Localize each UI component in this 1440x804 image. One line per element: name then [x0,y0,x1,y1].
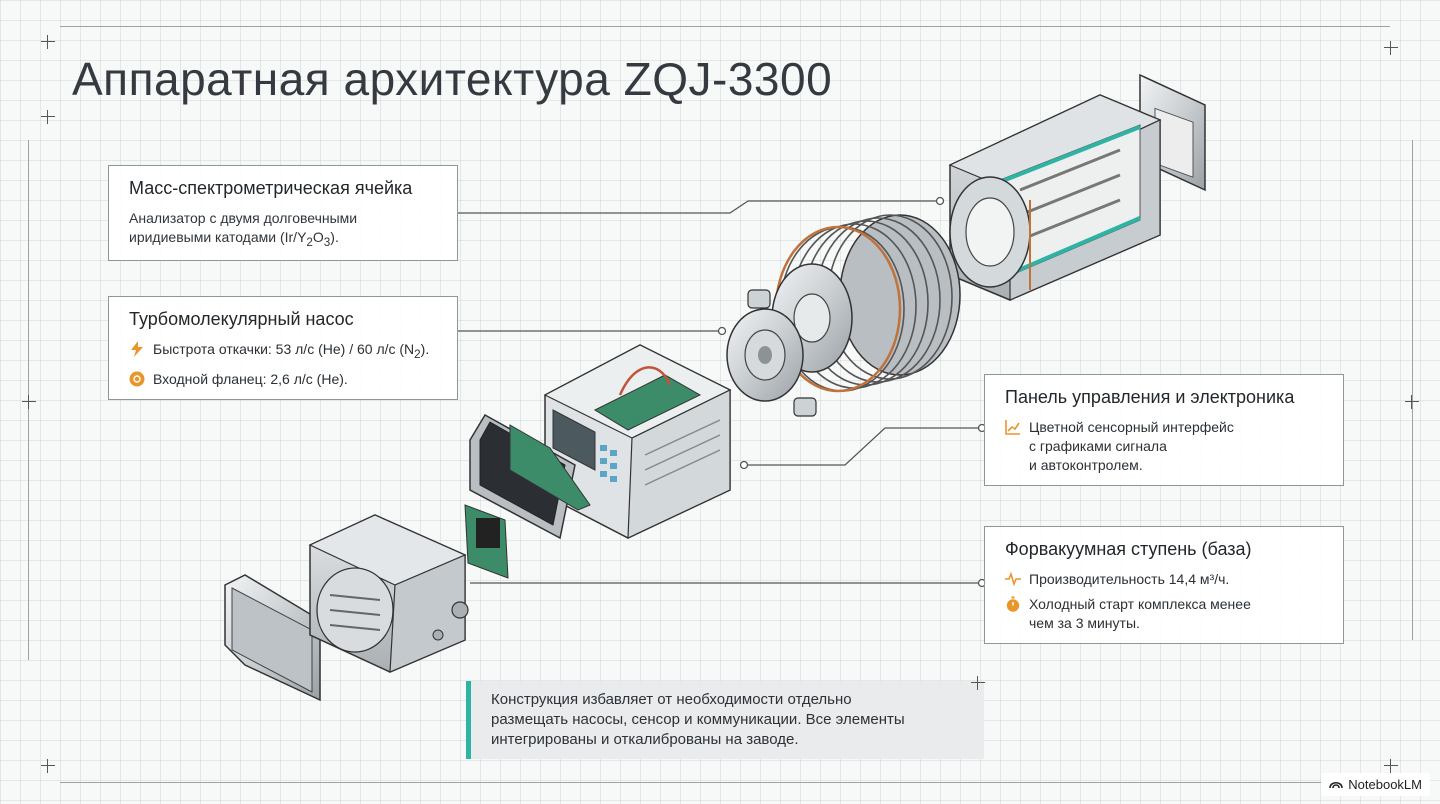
spec-row: Входной фланец: 2,6 л/с (He). [129,370,437,389]
spec-row: Производительность 14,4 м³/ч. [1005,570,1323,589]
desc-line: Анализатор с двумя долговечными [129,210,358,226]
card-title: Турбомолекулярный насос [129,309,354,329]
desc-line: иридиевыми катодами (Ir/Y [129,229,307,245]
subscript: 2 [414,347,421,361]
card-title: Форвакуумная ступень (база) [1005,539,1252,559]
spec-line: и автоконтролем. [1029,457,1143,473]
spec-line: Цветной сенсорный интерфейс [1029,419,1234,435]
mass-spec-cell [948,73,1206,301]
flange-badge-icon [129,371,145,387]
watermark: NotebookLM [1321,773,1430,796]
subscript: 3 [323,235,331,249]
leader-lines [458,200,982,584]
card-title: Масс-спектрометрическая ячейка [129,178,413,198]
spec-line: чем за 3 минуты. [1029,615,1140,631]
spec-text: Быстрота откачки: 53 л/с (He) / 60 л/с (… [153,340,429,364]
electronics-chassis [543,344,732,539]
spec-text: Производительность 14,4 м³/ч. [1029,571,1230,587]
spec-row: Цветной сенсорный интерфейс с графиками с… [1005,418,1323,475]
stopwatch-icon [1005,596,1021,612]
watermark-text: NotebookLM [1348,777,1422,792]
card-desc: Анализатор с двумя долговечными иридиевы… [129,209,437,252]
notebooklm-logo-icon [1329,777,1344,792]
chart-trend-icon [1005,419,1021,435]
spec-text-part: Быстрота откачки: 53 л/с (He) / 60 л/с (… [153,341,415,357]
pulse-icon [1005,571,1021,587]
spec-line: с графиками сигнала [1029,438,1167,454]
note-corner-mark [971,676,985,690]
crosshair-mark [1405,395,1419,409]
crosshair-mark [41,35,55,49]
spec-row: Быстрота откачки: 53 л/с (He) / 60 л/с (… [129,340,437,364]
info-note: Конструкция избавляет от необходимости о… [466,681,984,759]
card-control-panel: Панель управления и электроника Цветной … [984,374,1344,486]
turbo-pump [726,214,961,417]
card-forevacuum-stage: Форвакуумная ступень (база) Производител… [984,526,1344,644]
crosshair-mark [1384,759,1398,773]
desc-char: ). [330,229,339,245]
frame-top [60,26,1390,27]
card-turbo-pump: Турбомолекулярный насос Быстрота откачки… [108,296,458,400]
desc-char: O [312,229,324,245]
crosshair-mark [41,110,55,124]
forevacuum-stage [224,514,469,702]
crosshair-mark [41,759,55,773]
frame-right [1412,140,1413,640]
spec-row: Холодный старт комплекса менее чем за 3 м… [1005,595,1323,633]
note-line: размещать насосы, сенсор и коммуникации.… [491,711,905,728]
spec-text: Входной фланец: 2,6 л/с (He). [153,370,348,387]
subscript: 2 [306,235,313,249]
lightning-icon [129,341,145,357]
spec-line: Холодный старт комплекса менее [1029,596,1251,612]
leader-dot [717,326,727,336]
spec-text: Цветной сенсорный интерфейс с графиками с… [1029,418,1234,475]
touch-display [464,413,591,579]
note-line: интегрированы и откалиброваны на заводе. [491,731,799,748]
note-line: Конструкция избавляет от необходимости о… [491,691,852,708]
spec-text: Холодный старт комплекса менее чем за 3 м… [1029,595,1251,633]
page-title: Аппаратная архитектура ZQJ-3300 [72,53,833,105]
spec-text-part: ). [420,341,430,357]
crosshair-mark [22,395,36,409]
leader-dot [935,196,945,206]
crosshair-mark [1384,41,1398,55]
card-mass-spec-cell: Масс-спектрометрическая ячейка Анализато… [108,165,458,261]
leader-dot [739,460,749,470]
frame-bottom [60,782,1390,783]
card-title: Панель управления и электроника [1005,387,1295,407]
